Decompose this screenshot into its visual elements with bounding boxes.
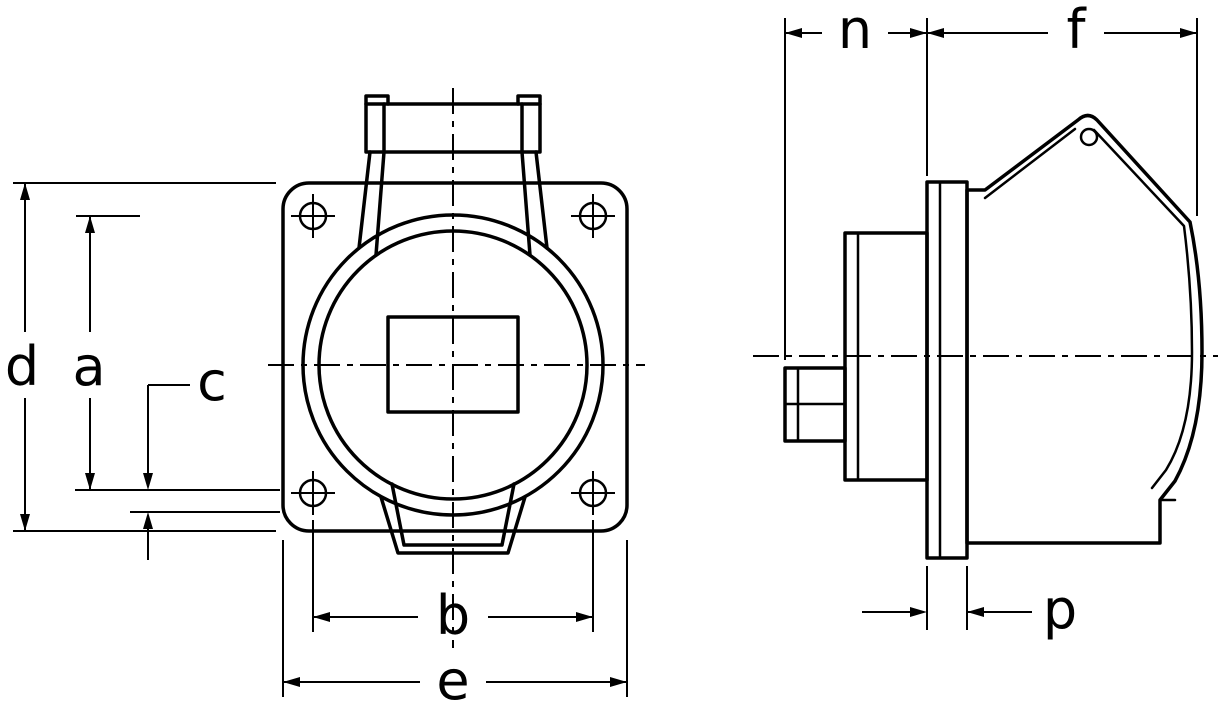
extension-lines xyxy=(282,540,628,697)
arrowheads xyxy=(143,473,153,529)
extension-lines xyxy=(75,489,280,513)
arrowheads xyxy=(910,607,984,617)
socket-body-side-inner-lines xyxy=(983,127,1194,502)
socket-body-outer-circle xyxy=(301,213,605,517)
socket-body-inner-circle xyxy=(317,229,589,501)
extension-lines xyxy=(784,18,928,360)
dimension-label-c: c xyxy=(197,350,227,413)
lid-hinge-hole xyxy=(1079,127,1099,147)
dimension-a: a xyxy=(72,215,140,490)
front-view xyxy=(268,88,645,648)
dimension-label-e: e xyxy=(436,649,469,712)
flange-plate-side xyxy=(925,180,969,560)
screw-holes xyxy=(291,194,615,515)
lid-bottom-tab xyxy=(379,482,527,555)
socket-body-side-outline xyxy=(965,113,1204,545)
dimension-line xyxy=(147,384,190,560)
dimension-label-a: a xyxy=(72,335,105,398)
rear-housing xyxy=(843,231,929,482)
screw-cross-marks xyxy=(291,194,615,515)
dimension-label-p: p xyxy=(1043,578,1077,641)
terminal-step-lines xyxy=(783,366,847,443)
dimension-p: p xyxy=(862,566,1077,641)
extension-lines xyxy=(13,182,276,532)
dimension-c: c xyxy=(75,350,280,560)
dimension-n: n xyxy=(784,0,928,360)
side-view xyxy=(753,113,1218,560)
extension-lines xyxy=(312,520,594,632)
extension-lines xyxy=(926,566,968,630)
dimension-e: e xyxy=(282,540,628,712)
dimension-label-n: n xyxy=(838,0,872,61)
dimension-label-f: f xyxy=(1066,0,1087,61)
dimension-label-b: b xyxy=(436,584,470,647)
lid-neck xyxy=(357,150,549,257)
socket-window xyxy=(386,315,520,414)
dimension-d: d xyxy=(5,182,276,532)
arrowheads xyxy=(785,28,927,38)
dimension-f: f xyxy=(927,0,1198,216)
mounting-flange xyxy=(281,181,629,533)
dimension-b: b xyxy=(312,520,594,647)
lid-handle xyxy=(364,102,542,154)
dimension-label-d: d xyxy=(5,335,39,398)
lid-handle-tabs xyxy=(364,94,542,154)
